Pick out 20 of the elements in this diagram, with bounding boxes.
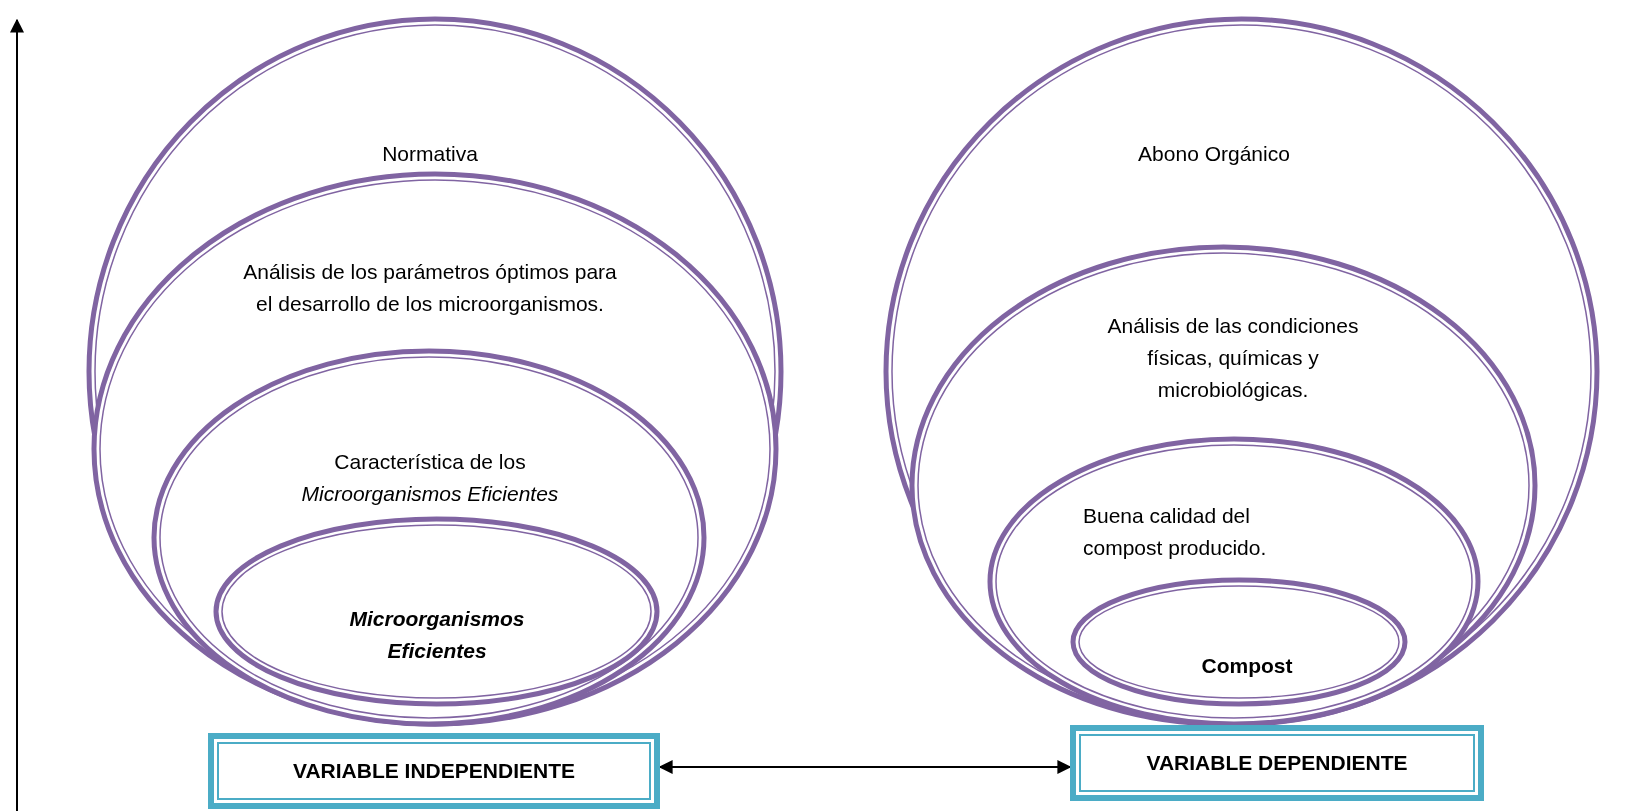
nested-ellipse — [987, 436, 1481, 727]
nested-ellipse — [1070, 577, 1408, 707]
ellipse-label: Microorganismos Eficientes — [348, 606, 526, 664]
nested-ellipse — [151, 348, 707, 727]
ellipse-label: Abono Orgánico — [1137, 141, 1291, 167]
nested-ellipse — [86, 16, 784, 727]
variable-label: VARIABLE INDEPENDIENTE — [293, 758, 575, 784]
ellipse-label: Buena calidad del compost producido. — [1083, 503, 1268, 561]
variable-label: VARIABLE DEPENDIENTE — [1146, 750, 1408, 776]
nested-ellipse — [213, 516, 660, 707]
variable-box — [1070, 725, 1484, 801]
nested-ellipse — [91, 171, 779, 727]
nested-ellipse — [883, 16, 1600, 727]
ellipse-label: Característica de los Microorganismos Eficientes — [300, 449, 560, 507]
variable-box — [208, 733, 660, 809]
ellipse-label: Compost — [1200, 653, 1294, 679]
nested-ellipse — [909, 244, 1538, 727]
ellipse-label: Análisis de los parámetros óptimos para el desarrollo de los microorganismos. — [242, 259, 618, 317]
ellipse-label: Normativa — [381, 141, 479, 167]
ellipse-label: Análisis de las condiciones físicas, químicas y microbiológicas. — [1106, 313, 1360, 403]
